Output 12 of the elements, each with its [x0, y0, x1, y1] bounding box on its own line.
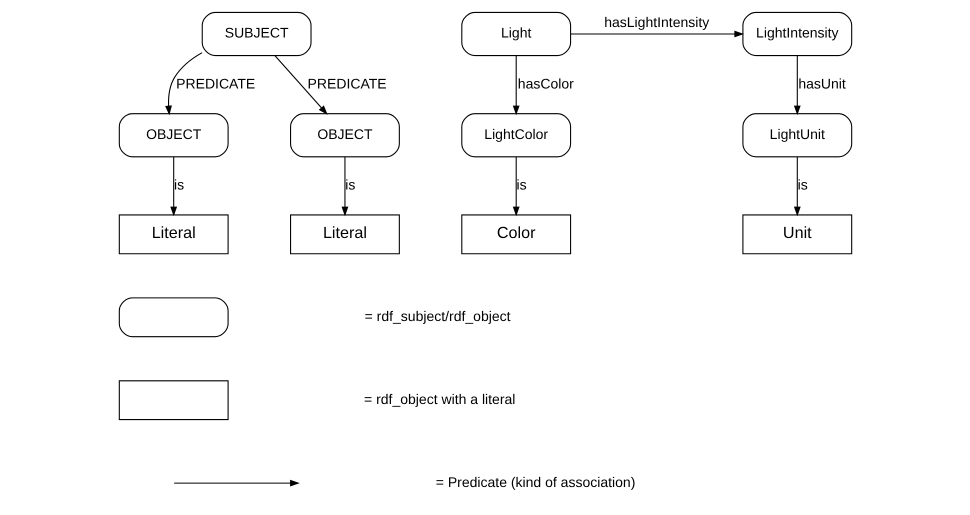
legend-label: = rdf_subject/rdf_object — [364, 308, 510, 324]
legend-label: = rdf_object with a literal — [364, 390, 515, 407]
edge-label: is — [174, 176, 184, 193]
legend-label: = Predicate (kind of association) — [435, 474, 635, 490]
edge-label: hasLightIntensity — [604, 14, 709, 30]
edge-label: is — [516, 176, 526, 193]
edge-label: PREDICATE — [176, 75, 255, 92]
edge-label: hasColor — [517, 75, 574, 92]
edge-label: is — [344, 176, 355, 193]
edge-label: hasUnit — [798, 75, 846, 92]
edge-label: PREDICATE — [307, 75, 386, 92]
edge-label: is — [797, 176, 808, 193]
